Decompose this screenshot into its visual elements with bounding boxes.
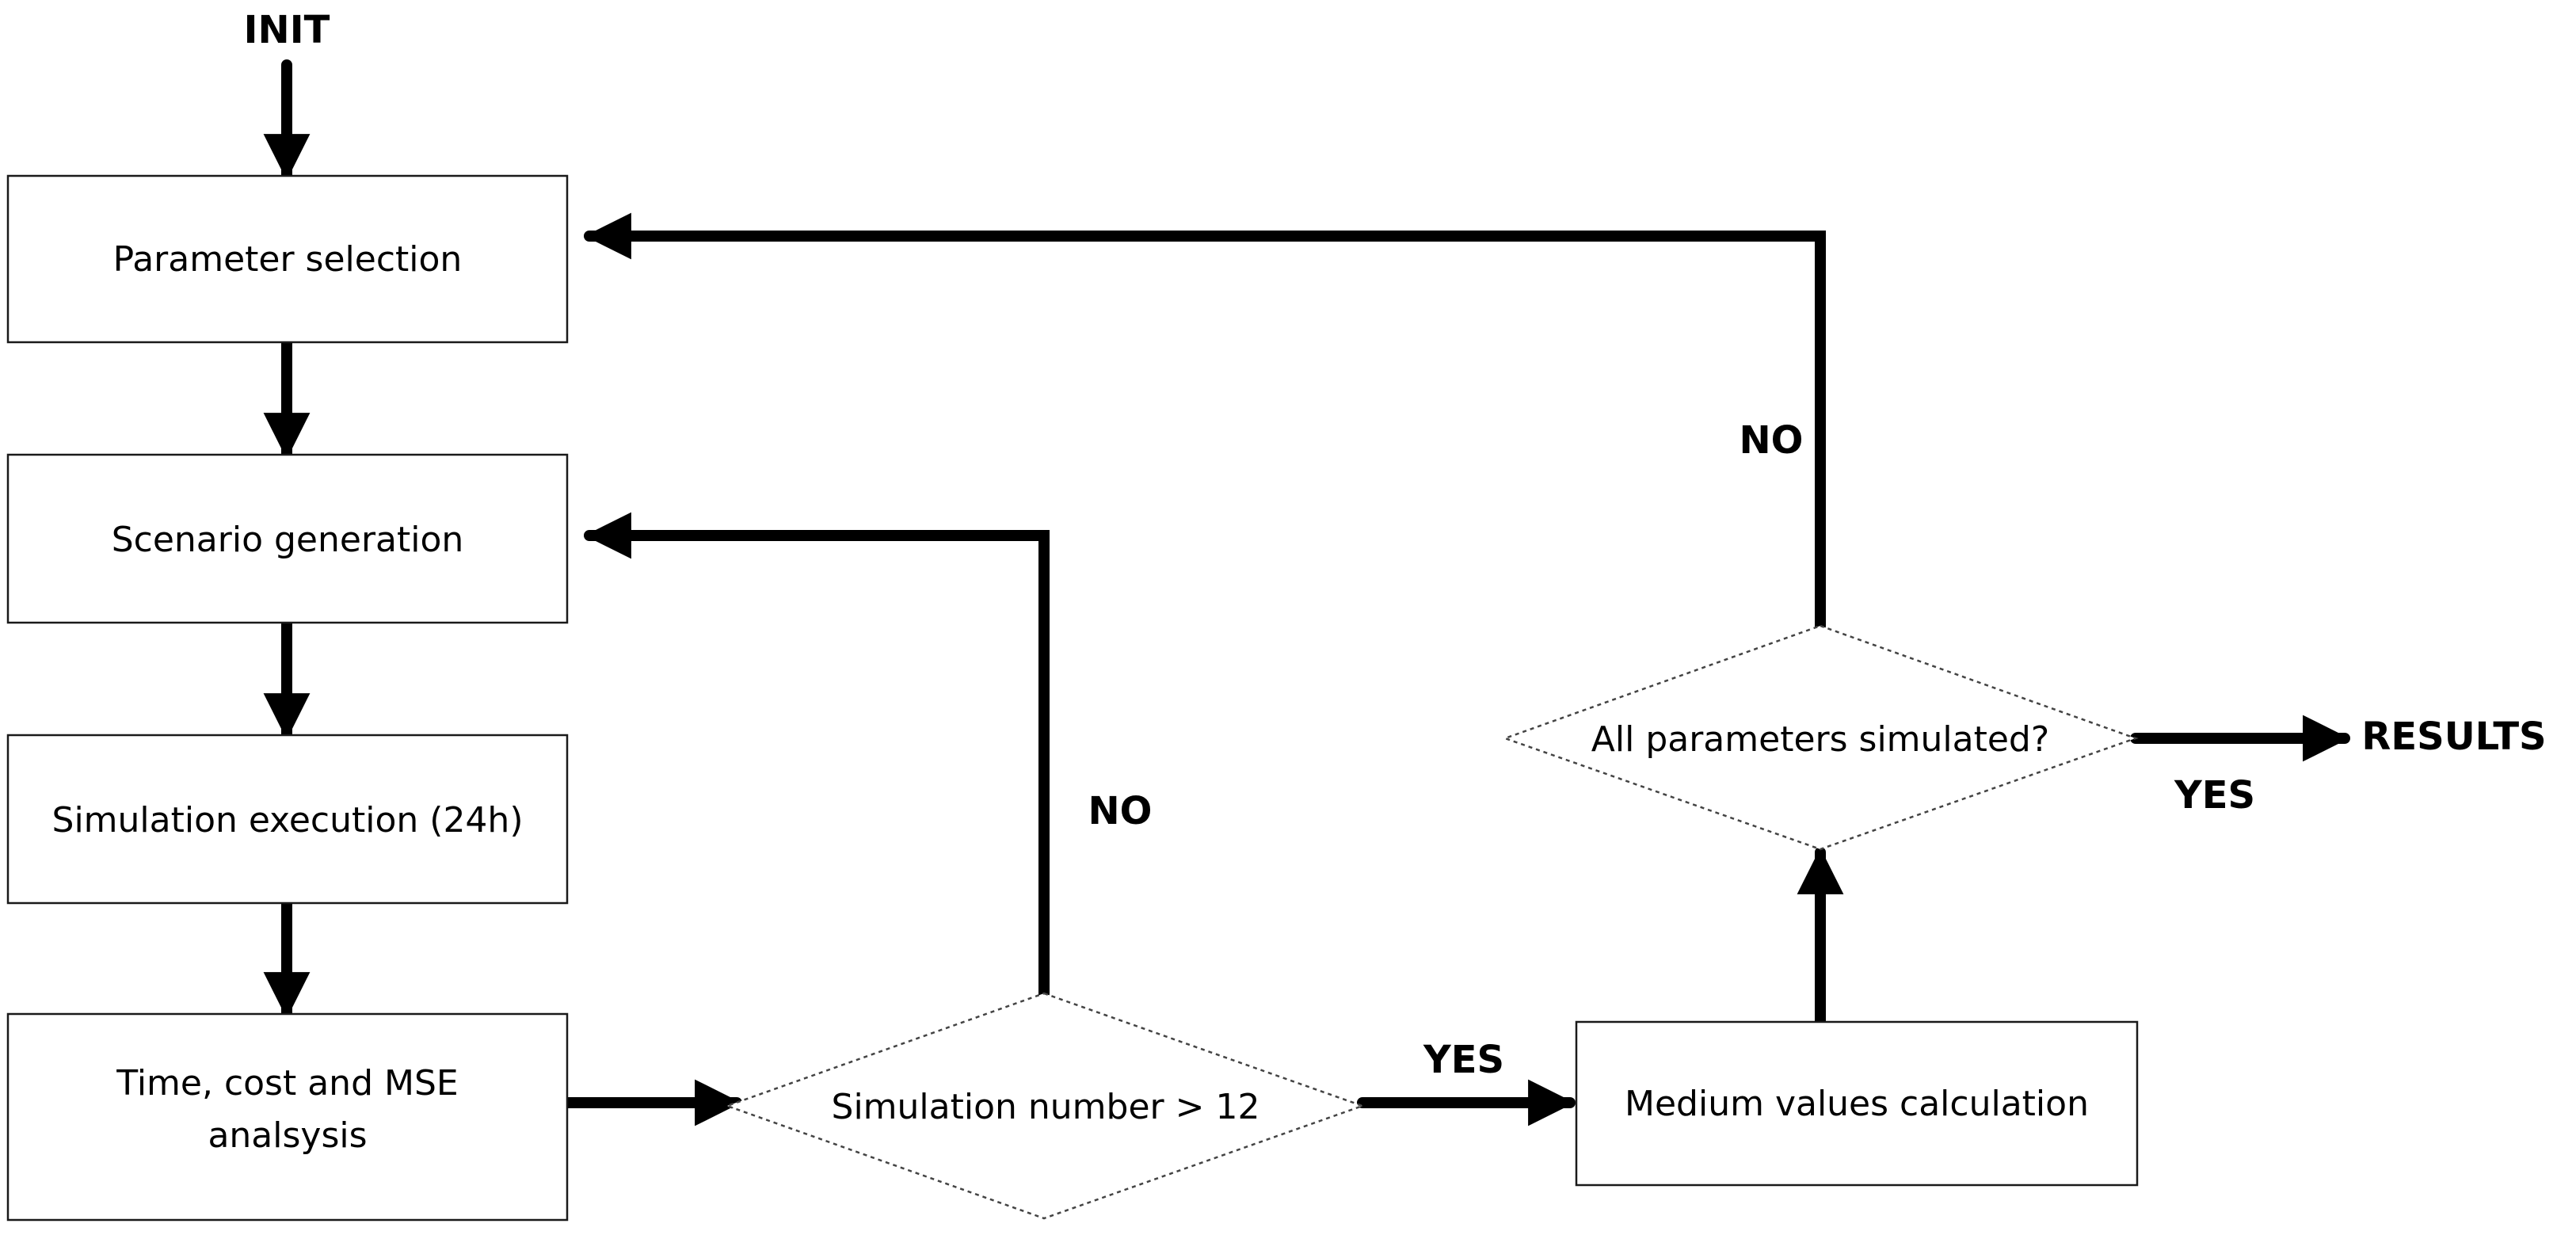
- node-analysis-label-line1: Time, cost and MSE: [116, 1063, 458, 1103]
- node-simulation-execution: Simulation execution (24h): [6, 734, 569, 905]
- decision-simulation-number-label: Simulation number > 12: [832, 1087, 1260, 1127]
- arrow-decision-no-to-scenario: [584, 512, 1050, 999]
- start-label: INIT: [244, 8, 330, 52]
- node-parameter-selection: Parameter selection: [6, 174, 569, 344]
- end-label: RESULTS: [2361, 715, 2546, 759]
- arrow-all-params-no-to-parameter-selection: [584, 212, 1826, 631]
- node-scenario-generation-label: Scenario generation: [112, 520, 464, 560]
- node-simulation-execution-label: Simulation execution (24h): [52, 800, 524, 840]
- node-medium-values-label: Medium values calculation: [1625, 1084, 2089, 1124]
- node-medium-values: Medium values calculation: [1575, 1020, 2139, 1187]
- decision-all-parameters: All parameters simulated?: [1502, 624, 2139, 851]
- edge-label-sim-number-no: NO: [1088, 789, 1153, 833]
- node-analysis: Time, cost and MSE analsysis: [6, 1012, 569, 1222]
- edge-label-all-params-yes: YES: [2174, 773, 2255, 818]
- edge-label-all-params-no: NO: [1740, 418, 1804, 463]
- node-scenario-generation: Scenario generation: [6, 453, 569, 624]
- decision-all-parameters-label: All parameters simulated?: [1591, 719, 2049, 760]
- node-parameter-selection-label: Parameter selection: [113, 239, 463, 280]
- node-analysis-label-line2: analsysis: [208, 1115, 367, 1156]
- decision-simulation-number: Simulation number > 12: [724, 992, 1366, 1220]
- edge-label-sim-number-yes: YES: [1423, 1038, 1504, 1082]
